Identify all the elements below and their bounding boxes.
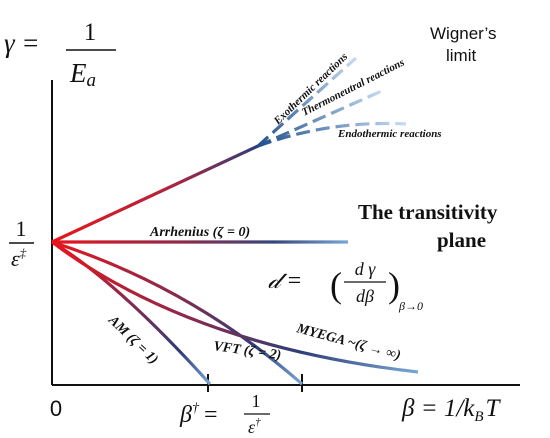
x-intercept-denominator: ε† — [248, 416, 261, 437]
wigner-limit-line2: limit — [446, 46, 476, 65]
am-curve — [51, 240, 212, 386]
x-axis-label: β = 1/kBT — [401, 395, 502, 425]
formula-subscript: β→0 — [398, 299, 423, 313]
wigner-limit-line1: Wigner’s — [430, 24, 496, 43]
endothermic-label: Endothermic reactions — [337, 128, 442, 140]
formula-lhs: 𝒹 = — [268, 268, 302, 294]
am-label: AM (ζ = 1) — [105, 312, 161, 367]
formula-right-paren: ) — [388, 265, 400, 305]
formula-numerator: d γ — [355, 259, 377, 279]
endothermic-branch — [257, 121, 407, 148]
exothermic-branch — [256, 56, 358, 148]
x-intercept-numerator: 1 — [252, 391, 261, 411]
formula-left-paren: ( — [330, 265, 342, 305]
vft-curve — [51, 240, 304, 386]
y-intercept-numerator: 1 — [16, 216, 27, 241]
diagram-title-line1: The transitivity — [358, 200, 498, 224]
arrhenius-label: Arrhenius (ζ = 0) — [149, 225, 250, 240]
diagram-title-line2: plane — [437, 228, 486, 252]
y-axis-label-numerator: 1 — [84, 19, 97, 46]
upper-line — [51, 144, 259, 244]
y-axis-label-denominator: Ea — [69, 58, 96, 91]
origin-label: 0 — [50, 396, 62, 421]
x-intercept-label: β†= — [179, 401, 218, 428]
myega-curve — [51, 240, 419, 374]
y-intercept-denominator: ε‡ — [11, 245, 27, 271]
y-axis-label: γ = — [4, 28, 40, 58]
vft-label: VFT (ζ = 2) — [212, 339, 282, 363]
formula-denominator: dβ — [356, 286, 374, 306]
thermoneutral-branch — [257, 88, 385, 148]
myega-label: MYEGA ~(ζ → ∞) — [294, 321, 402, 363]
